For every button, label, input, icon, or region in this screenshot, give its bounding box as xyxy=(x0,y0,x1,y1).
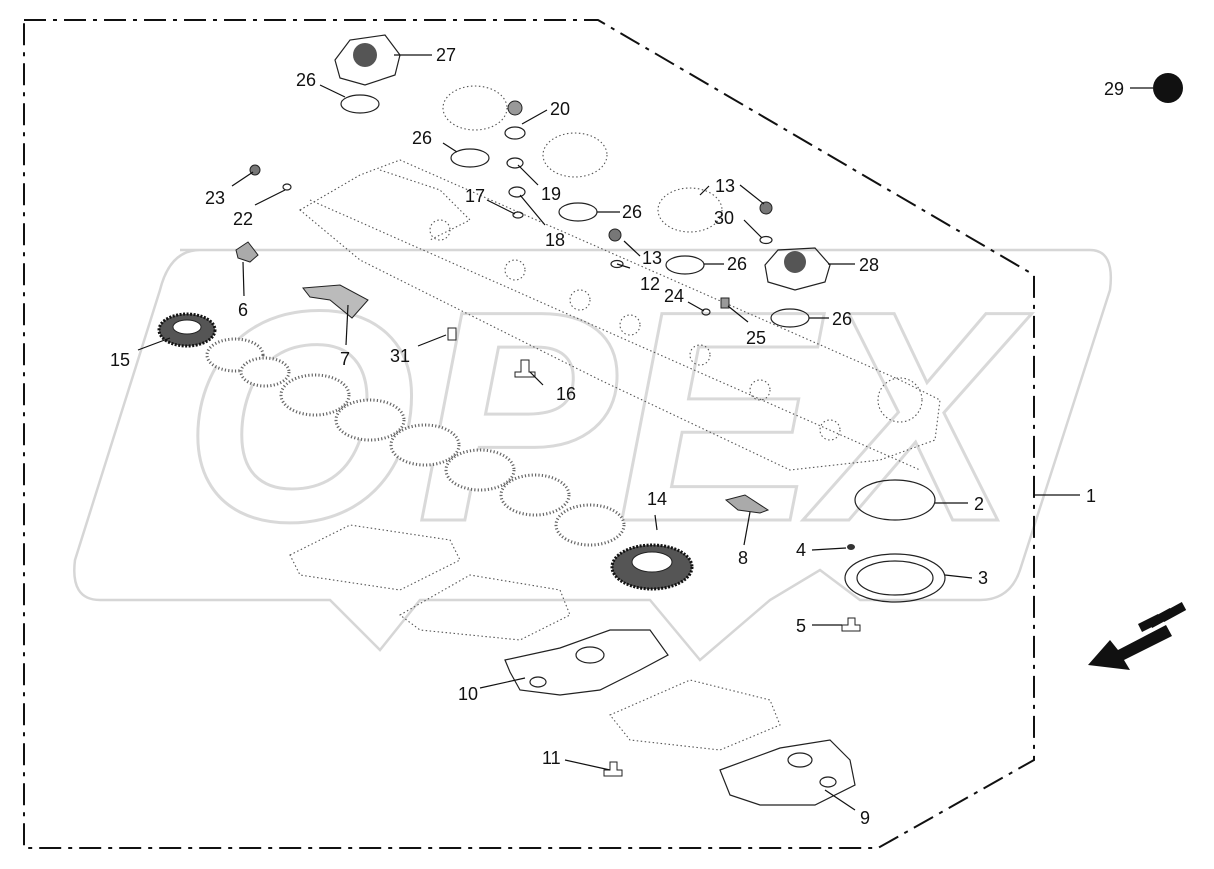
callout-15: 15 xyxy=(110,350,130,370)
ring-17 xyxy=(512,211,524,219)
knife-holder-6 xyxy=(235,241,259,263)
callout-26b: 26 xyxy=(412,128,432,148)
callouts: 1 2 3 4 5 6 7 8 9 10 11 12 13 13 14 15 1… xyxy=(110,45,1124,828)
gear-train xyxy=(205,337,626,547)
skid-plate-10 xyxy=(504,629,669,696)
callout-5: 5 xyxy=(796,616,806,636)
bracket-7 xyxy=(302,284,369,319)
direction-arrow xyxy=(1088,602,1187,670)
nut-13-b xyxy=(759,201,773,215)
callout-16: 16 xyxy=(556,384,576,404)
leader-lines xyxy=(137,54,1153,811)
callout-4: 4 xyxy=(796,540,806,560)
knife-holder-8 xyxy=(724,494,770,514)
callout-17: 17 xyxy=(465,186,485,206)
o-ring-26-d xyxy=(665,255,705,275)
callout-14: 14 xyxy=(647,489,667,509)
nut-20 xyxy=(507,100,523,116)
washer-30 xyxy=(759,235,773,245)
callout-11: 11 xyxy=(542,748,561,768)
callout-29: 29 xyxy=(1104,79,1124,99)
watermark: OPEX xyxy=(73,247,1113,662)
callout-20: 20 xyxy=(550,99,570,119)
gearbox-housing-27 xyxy=(334,34,401,86)
callout-27: 27 xyxy=(436,45,456,65)
callout-26c: 26 xyxy=(622,202,642,222)
gear-14 xyxy=(610,543,694,591)
callout-1: 1 xyxy=(1086,486,1096,506)
gear-15 xyxy=(157,312,217,348)
o-ring-26-a xyxy=(340,94,380,114)
pin-31 xyxy=(447,327,457,341)
skid-plate-9 xyxy=(719,739,856,806)
callout-26d: 26 xyxy=(727,254,747,274)
bolt-25 xyxy=(720,297,730,309)
callout-7: 7 xyxy=(340,349,350,369)
callout-28: 28 xyxy=(859,255,879,275)
bolt-5 xyxy=(841,617,861,632)
callout-22: 22 xyxy=(233,209,253,229)
callout-2: 2 xyxy=(974,494,984,514)
callout-31: 31 xyxy=(390,346,410,366)
callout-13a: 13 xyxy=(642,248,662,268)
callout-26e: 26 xyxy=(832,309,852,329)
callout-18: 18 xyxy=(545,230,565,250)
upper-hubs xyxy=(442,85,723,233)
o-ring-26-c xyxy=(558,202,598,222)
ring-4 xyxy=(847,544,855,550)
ring-19 xyxy=(506,157,524,169)
cover-plate-3 xyxy=(844,553,946,603)
callout-24: 24 xyxy=(664,286,684,306)
callout-23: 23 xyxy=(205,188,225,208)
solid-parts xyxy=(157,34,1187,806)
callout-12: 12 xyxy=(640,274,660,294)
callout-19: 19 xyxy=(541,184,561,204)
callout-26a: 26 xyxy=(296,70,316,90)
callout-6: 6 xyxy=(238,300,248,320)
callout-30: 30 xyxy=(714,208,734,228)
callout-9: 9 xyxy=(860,808,870,828)
callout-8: 8 xyxy=(738,548,748,568)
ball-29 xyxy=(1153,73,1183,103)
skid-plates-dotted xyxy=(289,524,781,751)
cutterbar-body xyxy=(299,159,941,471)
ring-24 xyxy=(701,308,711,316)
callout-25: 25 xyxy=(746,328,766,348)
callout-10: 10 xyxy=(458,684,478,704)
seal-20 xyxy=(504,126,526,140)
ring-22 xyxy=(282,183,292,191)
callout-13b: 13 xyxy=(715,176,735,196)
nut-13-a xyxy=(608,228,622,242)
seal-ring-2 xyxy=(854,479,936,521)
o-ring-26-b xyxy=(450,148,490,168)
gearbox-housing-28 xyxy=(764,247,831,291)
assembly-boundary xyxy=(23,19,1035,849)
washer-18 xyxy=(508,186,526,198)
washer-12 xyxy=(610,259,624,269)
callout-3: 3 xyxy=(978,568,988,588)
